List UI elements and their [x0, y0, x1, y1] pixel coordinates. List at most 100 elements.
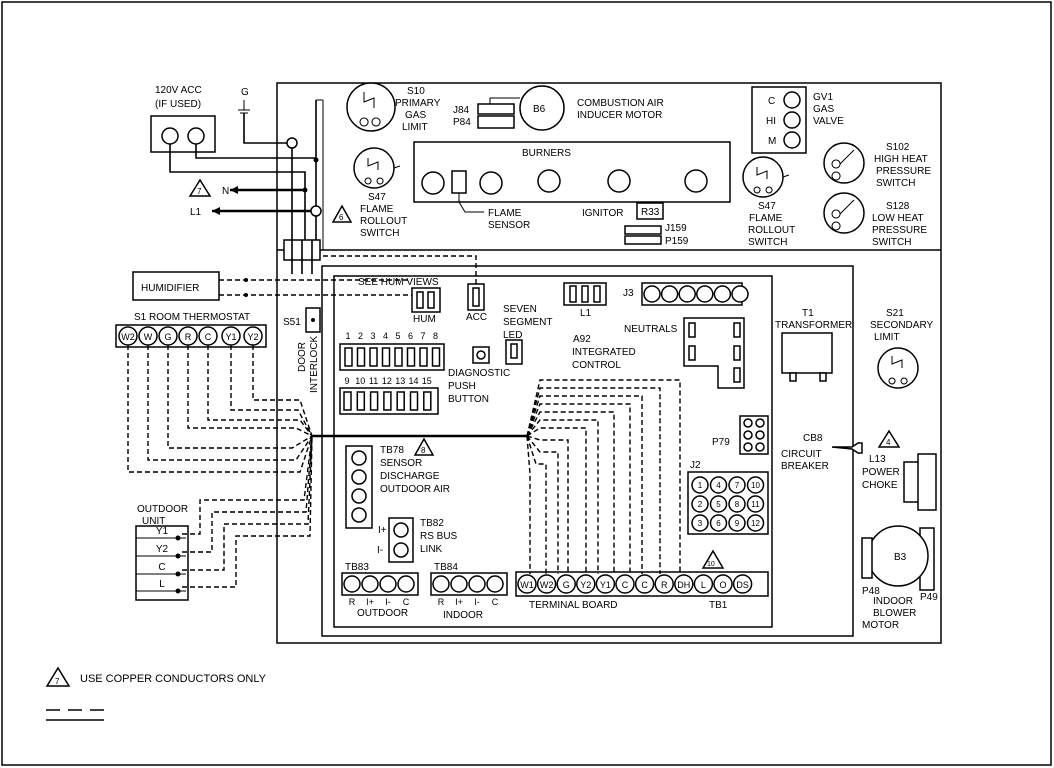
tb84-terminal: [468, 575, 486, 593]
diagnostic-button-cap: [476, 350, 486, 360]
gv1-c-terminal: [783, 91, 801, 109]
note-6-number: 6: [339, 213, 344, 222]
dip-switch[interactable]: [343, 391, 352, 411]
humidifier-label: HUMIDIFIER: [141, 283, 199, 294]
outdoor-terminal-label: Y2: [156, 544, 169, 555]
outdoor-terminal-label: L: [159, 579, 165, 590]
dip-switch[interactable]: [406, 347, 416, 367]
tb1-terminal-label: O: [719, 580, 726, 590]
s102-label-4: SWITCH: [876, 178, 915, 189]
tb83-terminal: [343, 575, 361, 593]
note-6-triangle: [331, 204, 353, 223]
p79-pin: [755, 430, 765, 440]
blower-label-3: MOTOR: [862, 620, 899, 631]
dip-switch[interactable]: [356, 347, 366, 367]
harness-wire: [230, 345, 313, 437]
harness-wire: [167, 345, 313, 449]
tb1-terminal-label: DH: [677, 580, 690, 590]
note-7-legend-triangle: [45, 666, 71, 687]
j2-pin: [691, 514, 709, 532]
tb1-terminal-label: L: [701, 580, 706, 590]
dip-switch[interactable]: [381, 347, 391, 367]
gv1-m-label: M: [768, 136, 776, 147]
s21-switch-icon: [888, 356, 908, 385]
tb84-terminal: [432, 575, 450, 593]
flame-sensor: [451, 170, 467, 194]
dip-switch[interactable]: [344, 347, 353, 367]
dip-switch[interactable]: [431, 347, 441, 367]
thermostat-terminal-label: W2: [121, 332, 135, 342]
s128-label-4: SWITCH: [872, 237, 911, 248]
l13-label-3: CHOKE: [862, 480, 898, 491]
l1-pin: [581, 285, 589, 303]
s10-label-3: GAS: [405, 110, 426, 121]
j2-pin: [728, 495, 746, 513]
dip-switch[interactable]: [383, 391, 392, 411]
thermostat-terminal-label: Y1: [225, 332, 236, 342]
s21-label-3: LIMIT: [874, 332, 900, 343]
thermostat-label: S1 ROOM THERMOSTAT: [134, 312, 250, 323]
power-plug-pins: [291, 240, 313, 274]
s21-switch: [877, 347, 919, 389]
l13-label-2: POWER: [862, 467, 900, 478]
b6-lead: [489, 97, 520, 104]
j2-pin: [691, 476, 709, 494]
dip-switch-number: 13: [395, 376, 405, 386]
gv1-label-1: GV1: [813, 92, 833, 103]
harness-wire: [526, 419, 599, 574]
dip-switch-number: 14: [408, 376, 418, 386]
p79-pin: [743, 430, 753, 440]
ground-label: G: [241, 87, 249, 98]
terminal-board-label: TERMINAL BOARD: [529, 600, 618, 611]
j84-connector: [477, 103, 515, 115]
tb84-terminal-label: R: [438, 597, 445, 607]
j84-label: J84: [453, 105, 470, 116]
l1-pin: [593, 285, 601, 303]
tb1-terminal-label: G: [563, 580, 570, 590]
tb1-terminal-label: DS: [736, 580, 749, 590]
s102-label-1: S102: [886, 142, 910, 153]
gv1-c-label: C: [768, 96, 775, 107]
harness-wire: [526, 435, 569, 574]
dip-switch[interactable]: [409, 391, 419, 411]
blower-label-2: BLOWER: [873, 608, 916, 619]
t1-foot: [819, 372, 827, 382]
seven-segment-label-2: SEGMENT: [503, 317, 552, 328]
j3-pin: [713, 285, 732, 303]
tb78-terminal: [351, 507, 367, 523]
gv1-label-3: VALVE: [813, 116, 844, 127]
dip-switch[interactable]: [423, 391, 432, 411]
t1-label-1: T1: [802, 308, 814, 319]
tb1-label: TB1: [709, 600, 728, 611]
r33-label: R33: [641, 207, 660, 218]
s51-label: S51: [283, 317, 301, 328]
tb84-terminal-label: I+: [455, 597, 463, 607]
humidifier-box: [132, 271, 220, 301]
dip-switch[interactable]: [369, 391, 379, 411]
outdoor-terminal-label: Y1: [156, 526, 169, 537]
s47-right-switch: [742, 156, 784, 198]
neutral-pin: [688, 322, 696, 338]
dip-switch[interactable]: [356, 391, 366, 411]
l13-label-1: L13: [869, 454, 886, 465]
tb82-terminal: [393, 542, 409, 558]
outdoor-unit-label-1: OUTDOOR: [137, 504, 188, 515]
dip-switch[interactable]: [419, 347, 428, 367]
thermostat-terminal-label: R: [185, 332, 192, 342]
dip-switch[interactable]: [394, 347, 403, 367]
j2-pin: [728, 476, 746, 494]
dip-switch-number: 5: [395, 331, 400, 341]
j3-pin: [696, 285, 714, 303]
j2-pin-number: 5: [716, 500, 721, 509]
b3-label: B3: [894, 552, 907, 563]
dip-switch[interactable]: [369, 347, 378, 367]
p79-pin: [743, 418, 753, 428]
j2-pin-number: 7: [735, 481, 740, 490]
cb8-label-2: CIRCUIT: [781, 449, 822, 460]
neutral-arrow-head: [230, 186, 238, 194]
s10-label-2: PRIMARY: [395, 98, 441, 109]
s21-label-1: S21: [886, 308, 904, 319]
j2-pin-number: 4: [716, 481, 721, 490]
dip-switch[interactable]: [396, 391, 405, 411]
